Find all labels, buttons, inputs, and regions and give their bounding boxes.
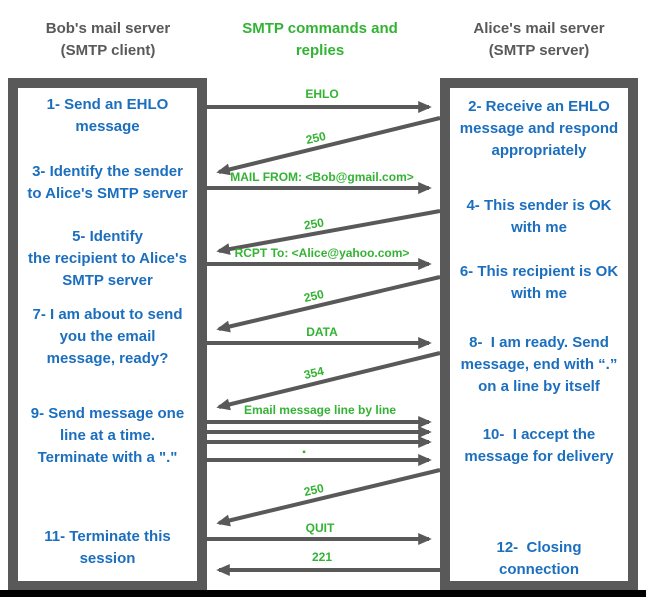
bottom-bar — [0, 590, 646, 597]
server-column-header: Alice's mail server (SMTP server) — [473, 20, 605, 59]
commands-column-header: SMTP commands and replies — [242, 20, 398, 59]
client-step-1: 1- Send an EHLO message — [46, 96, 169, 135]
client-step-5: 5- Identify the recipient to Alice's SMT… — [28, 228, 187, 289]
message-terminator-dot-icon: ▪ — [302, 447, 306, 458]
label-data: DATA — [306, 325, 338, 339]
server-box: 2- Receive an EHLO message and respond a… — [440, 78, 638, 591]
label-quit: QUIT — [305, 521, 335, 535]
label-reply-250-3: 250 — [302, 286, 326, 306]
label-ehlo: EHLO — [305, 87, 339, 101]
label-reply-250-1: 250 — [304, 128, 328, 148]
label-reply-354: 354 — [302, 363, 326, 383]
server-step-12: 12- Closing connection — [496, 539, 582, 578]
label-rcpt-to: RCPT To: <Alice@yahoo.com> — [234, 246, 410, 260]
client-step-7: 7- I am about to send you the email mess… — [32, 306, 183, 367]
server-step-6: 6- This recipient is OK with me — [459, 263, 619, 302]
label-email-lines: Email message line by line — [243, 403, 397, 417]
client-step-3: 3- Identify the sender to Alice's SMTP s… — [27, 163, 188, 202]
client-step-11: 11- Terminate this session — [44, 528, 171, 567]
arrow-reply-354 — [216, 351, 441, 411]
server-step-2: 2- Receive an EHLO message and respond a… — [459, 98, 619, 159]
server-step-10: 10- I accept the message for delivery — [464, 426, 614, 465]
label-reply-250-2: 250 — [302, 215, 325, 233]
arrow-reply-250-4 — [216, 468, 441, 527]
server-step-8: 8- I am ready. Send message, end with “.… — [460, 334, 618, 395]
server-step-4: 4- This sender is OK with me — [466, 197, 612, 236]
label-reply-250-4: 250 — [302, 480, 326, 500]
client-step-9: 9- Send message one line at a time. Term… — [30, 405, 185, 466]
label-reply-221: 221 — [311, 550, 333, 564]
client-column-header: Bob's mail server (SMTP client) — [45, 20, 171, 59]
arrow-reply-250-1 — [216, 116, 441, 176]
client-box: 1- Send an EHLO message 3- Identify the … — [8, 78, 207, 591]
arrow-reply-250-2 — [216, 209, 441, 255]
arrow-reply-250-3 — [216, 275, 441, 333]
label-mail-from: MAIL FROM: <Bob@gmail.com> — [230, 170, 414, 184]
